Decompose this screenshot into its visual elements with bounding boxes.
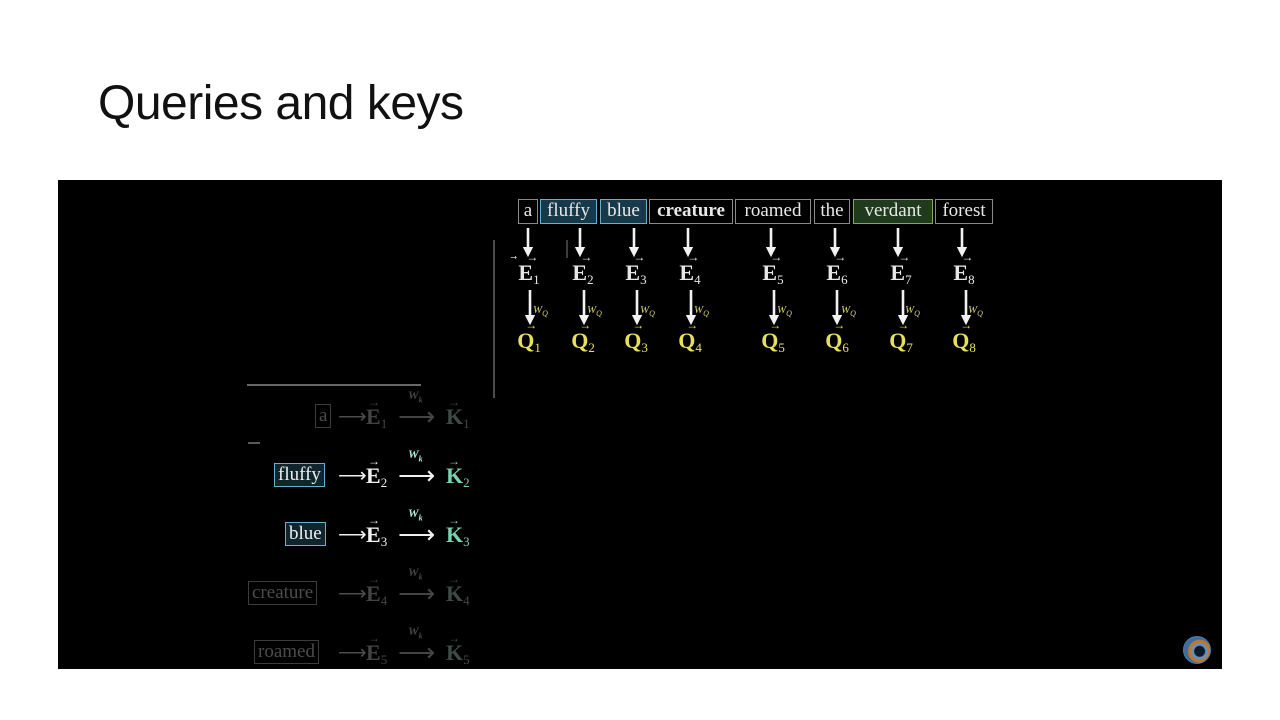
- token-fluffy: fluffy: [540, 199, 597, 224]
- key-matrix-label: Wk: [408, 388, 423, 405]
- embedding-vector-3: E→3: [625, 250, 647, 287]
- token-a: a: [518, 199, 538, 224]
- right-arrow-icon: ⟶: [338, 524, 367, 546]
- query-column-3: E→3 Q→3 WQ: [616, 226, 656, 366]
- query-vector-4: Q→4: [678, 318, 702, 355]
- key-row-4: creature ⟶ E→4 Wk ⟶ K→4: [248, 565, 488, 615]
- query-matrix-label: WQ: [968, 304, 983, 319]
- query-vector-1: Q→1: [517, 318, 541, 355]
- key-vector-5: K→5: [446, 631, 470, 667]
- query-matrix-label: WQ: [587, 304, 602, 319]
- query-vector-8: Q→8: [952, 318, 976, 355]
- key-vector-3: K→3: [446, 513, 470, 549]
- query-vector-7: Q→7: [889, 318, 913, 355]
- token-creature: creature: [649, 199, 733, 224]
- right-arrow-icon: ⟶: [338, 642, 367, 664]
- key-vector-2: K→2: [446, 454, 470, 490]
- key-matrix-label: Wk: [408, 624, 423, 641]
- long-right-arrow-icon: ⟶: [398, 520, 436, 549]
- query-column-1: ⃗E→1 Q→1 WQ: [509, 226, 549, 366]
- embedding-vector-2: E→2: [572, 250, 594, 287]
- key-token-roamed: roamed: [254, 640, 319, 664]
- key-row-1: a ⟶ E→1 Wk ⟶ K→1: [248, 388, 488, 438]
- token-roamed: roamed: [735, 199, 811, 224]
- key-embedding-4: E→4: [366, 572, 388, 608]
- query-matrix-label: WQ: [694, 304, 709, 319]
- long-right-arrow-icon: ⟶: [398, 402, 436, 431]
- key-embedding-3: E→3: [366, 513, 388, 549]
- query-column-7: E→7 Q→7 WQ: [881, 226, 921, 366]
- token-forest: forest: [935, 199, 993, 224]
- slide-title: Queries and keys: [98, 77, 464, 130]
- query-column-2: E→2 Q→2 WQ: [563, 226, 603, 366]
- query-vector-2: Q→2: [571, 318, 595, 355]
- long-right-arrow-icon: ⟶: [398, 579, 436, 608]
- query-column-4: E→4 Q→4 WQ: [670, 226, 710, 366]
- key-row-5: roamed ⟶ E→5 Wk ⟶ K→5: [248, 624, 488, 669]
- embedding-vector-4: E→4: [679, 250, 701, 287]
- query-column-8: E→8 Q→8 WQ: [944, 226, 984, 366]
- query-vector-3: Q→3: [624, 318, 648, 355]
- query-matrix-label: WQ: [777, 304, 792, 319]
- embedding-vector-8: E→8: [953, 250, 975, 287]
- token-the: the: [814, 199, 850, 224]
- query-matrix-label: WQ: [640, 304, 655, 319]
- key-embedding-1: E→1: [366, 395, 388, 431]
- right-arrow-icon: ⟶: [338, 583, 367, 605]
- query-matrix-label: WQ: [905, 304, 920, 319]
- key-matrix-label: Wk: [408, 447, 423, 464]
- key-token-fluffy: fluffy: [274, 463, 325, 487]
- token-verdant: verdant: [853, 199, 933, 224]
- embedding-vector-5: E→5: [762, 250, 784, 287]
- key-token-a: a: [315, 404, 332, 428]
- query-vector-6: Q→6: [825, 318, 849, 355]
- key-vector-4: K→4: [446, 572, 470, 608]
- key-matrix-label: Wk: [408, 506, 423, 523]
- long-right-arrow-icon: ⟶: [398, 638, 436, 667]
- key-token-blue: blue: [285, 522, 326, 546]
- key-row-3: blue ⟶ E→3 Wk ⟶ K→3: [248, 506, 488, 556]
- query-matrix-label: WQ: [841, 304, 856, 319]
- right-arrow-icon: ⟶: [338, 406, 367, 428]
- key-row-2: fluffy ⟶ E→2 Wk ⟶ K→2: [248, 447, 488, 497]
- key-vector-1: K→1: [446, 395, 470, 431]
- query-matrix-label: WQ: [533, 304, 548, 319]
- embedding-vector-6: E→6: [826, 250, 848, 287]
- right-arrow-icon: ⟶: [338, 465, 367, 487]
- token-blue: blue: [600, 199, 647, 224]
- query-column-5: E→5 Q→5 WQ: [753, 226, 793, 366]
- embedding-vector-1: ⃗E→1: [518, 250, 540, 287]
- query-vector-5: Q→5: [761, 318, 785, 355]
- long-right-arrow-icon: ⟶: [398, 461, 436, 490]
- query-arrows: [247, 228, 972, 444]
- embedding-vector-7: E→7: [890, 250, 912, 287]
- video-frame: a fluffy blue creature roamed the verdan…: [58, 180, 1222, 669]
- key-token-creature: creature: [248, 581, 318, 605]
- query-column-6: E→6 Q→6 WQ: [817, 226, 857, 366]
- key-embedding-5: E→5: [366, 631, 388, 667]
- key-matrix-label: Wk: [408, 565, 423, 582]
- key-embedding-2: E→2: [366, 454, 388, 490]
- pi-creature-logo-icon: [1183, 636, 1211, 664]
